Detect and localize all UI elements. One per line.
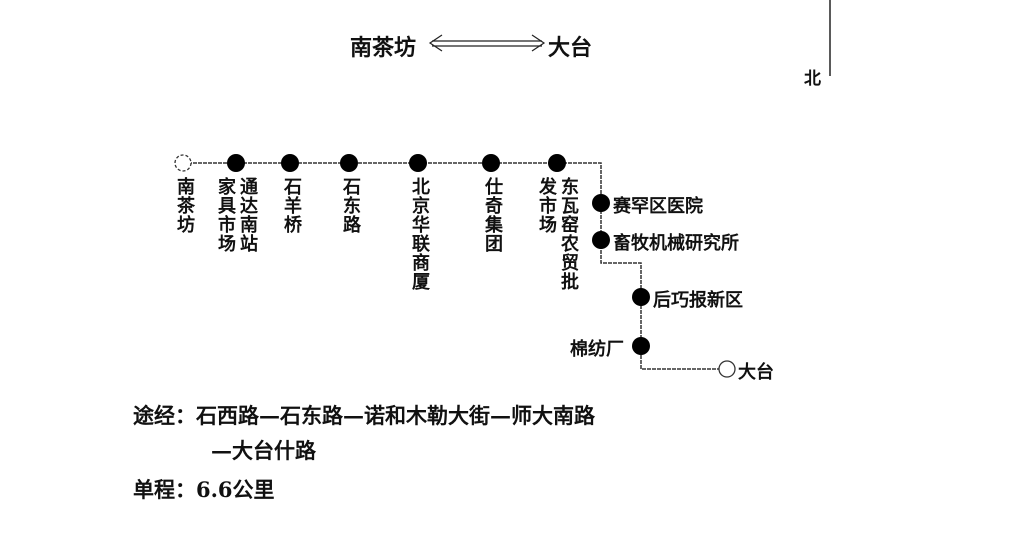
station-label: 大台 bbox=[738, 362, 774, 383]
north-arrow-icon bbox=[829, 0, 831, 76]
station-marker bbox=[592, 231, 610, 249]
station-marker bbox=[718, 360, 736, 378]
station-label: 畜牧机械研究所 bbox=[613, 233, 739, 254]
distance-label: 单程： bbox=[133, 477, 196, 502]
station-marker bbox=[482, 154, 500, 172]
station-marker bbox=[281, 154, 299, 172]
bidirectional-arrow-icon bbox=[428, 34, 546, 52]
station-marker bbox=[340, 154, 358, 172]
via-line-2: —大台什路 bbox=[211, 438, 316, 463]
station-marker bbox=[227, 154, 245, 172]
station-marker bbox=[548, 154, 566, 172]
route-distance: 单程：6.6公里 bbox=[133, 474, 275, 504]
station-label: 石东路 bbox=[340, 177, 361, 234]
distance-value: 6.6公里 bbox=[196, 477, 275, 502]
station-label: 后巧报新区 bbox=[653, 290, 743, 311]
station-marker bbox=[632, 288, 650, 306]
station-marker bbox=[632, 337, 650, 355]
station-label: 棉纺厂 bbox=[570, 339, 624, 360]
title-destination: 大台 bbox=[548, 35, 593, 61]
station-marker bbox=[592, 194, 610, 212]
route-via: 途经：石西路—石东路—诺和木勒大街—师大南路 bbox=[133, 400, 595, 430]
station-label: 石羊桥 bbox=[281, 177, 302, 234]
station-label: 南茶坊 bbox=[174, 177, 195, 234]
station-label: 东瓦窑农贸批发市场 bbox=[536, 177, 579, 291]
station-marker bbox=[174, 154, 192, 172]
north-label: 北 bbox=[804, 69, 821, 89]
title-origin: 南茶坊 bbox=[350, 35, 417, 61]
via-label: 途经： bbox=[133, 403, 196, 428]
station-label: 北京华联商厦 bbox=[409, 177, 430, 291]
via-line-1: 石西路—石东路—诺和木勒大街—师大南路 bbox=[196, 403, 595, 428]
station-label: 仕奇集团 bbox=[482, 177, 503, 253]
station-label: 通达南站家具市场 bbox=[215, 177, 258, 253]
station-marker bbox=[409, 154, 427, 172]
station-label: 赛罕区医院 bbox=[613, 196, 703, 217]
